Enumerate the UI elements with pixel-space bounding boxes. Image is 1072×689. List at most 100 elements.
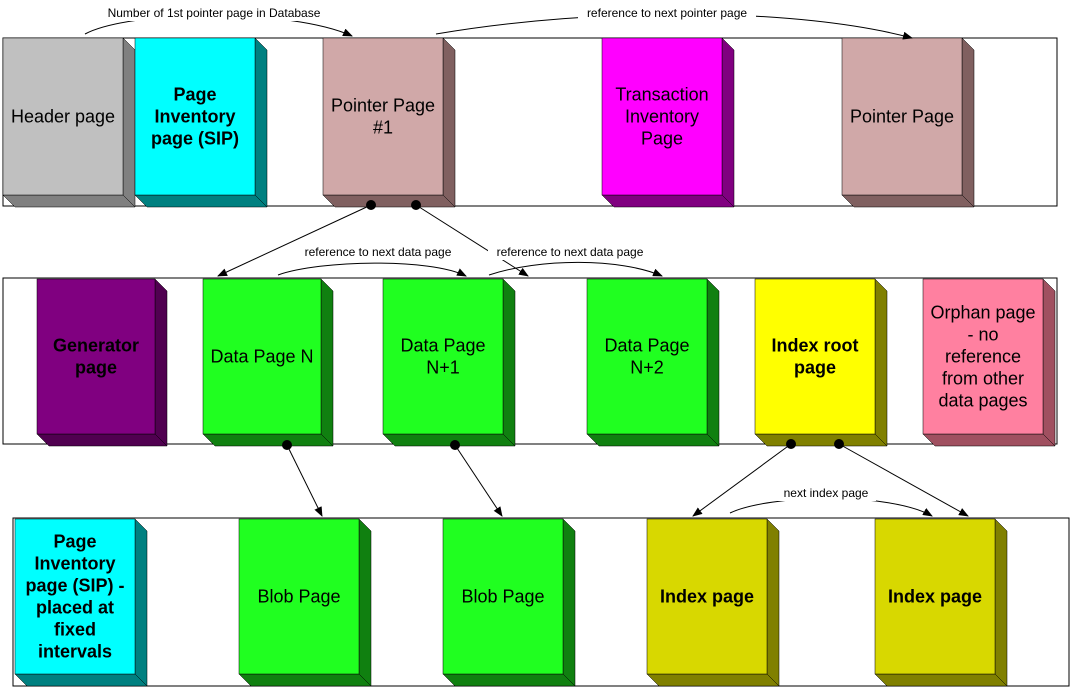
data-page-n-label-line: Data Page N	[210, 347, 313, 367]
orphan-page-label-line: reference	[945, 347, 1021, 367]
next-data-arrow-2	[488, 261, 663, 277]
data-page-n2-front	[586, 278, 708, 435]
orphan-page-front	[922, 278, 1044, 435]
index-page-1-label-line: Index page	[660, 587, 754, 607]
index-page-2-side	[994, 518, 1008, 687]
index-root-to-index-1-arrow	[692, 443, 792, 517]
pointer-page-1-front	[322, 37, 444, 196]
transaction-inventory-page-label-line: Page	[641, 129, 683, 149]
data-n1-to-blob-arrow	[454, 444, 503, 517]
data-page-n1-label-line: Data Page	[400, 336, 485, 356]
index-root-to-index-2-arrow	[838, 443, 969, 517]
index-page-1-bottom	[646, 673, 780, 687]
pointer-page-2-bottom	[841, 194, 975, 208]
header-page-label-line: Header page	[11, 107, 115, 127]
page-inventory-page-bottom-label-line: intervals	[38, 642, 112, 662]
index-page-1-front	[646, 518, 768, 675]
page-inventory-page-top-label-line: page (SIP)	[151, 129, 239, 149]
next-data-label-1: reference to next data page	[305, 245, 452, 259]
blob-page-1-side	[358, 518, 372, 687]
data-page-n2-bottom	[586, 433, 720, 447]
data-page-n-front	[202, 278, 322, 435]
next-index-label: next index page	[784, 486, 869, 500]
pointer-page-2-front	[841, 37, 963, 196]
transaction-inventory-page-bottom	[601, 194, 735, 208]
pointer-page-2-side	[961, 37, 975, 208]
page-inventory-page-bottom-label-line: placed at	[36, 598, 114, 618]
orphan-page-label-line: data pages	[938, 391, 1027, 411]
generator-page-side	[154, 278, 168, 447]
page-inventory-page-bottom-bottom	[14, 673, 148, 687]
index-page-1-side	[766, 518, 780, 687]
orphan-page-label-line: from other	[942, 369, 1024, 389]
page-inventory-page-bottom-label-line: fixed	[54, 620, 96, 640]
data-page-n1-bottom	[382, 433, 516, 447]
index-root-dot-2	[834, 439, 844, 449]
orphan-page-label-line: - no	[967, 325, 998, 345]
orphan-page-label-line: Orphan page	[930, 303, 1035, 323]
page-inventory-page-top-label-line: Inventory	[154, 107, 235, 127]
first-pointer-label: Number of 1st pointer page in Database	[108, 6, 321, 20]
blob-page-2-label-line: Blob Page	[461, 587, 544, 607]
index-page-2: Index page	[874, 518, 1008, 687]
page-inventory-page-top-front	[134, 37, 256, 196]
page-inventory-page-bottom-label-line: Inventory	[34, 554, 115, 574]
pointer-page-2-label-line: Pointer Page	[850, 107, 954, 127]
blob-page-2-side	[562, 518, 576, 687]
blob-page-1-bottom	[238, 673, 372, 687]
index-page-2-bottom	[874, 673, 1008, 687]
page-inventory-page-bottom-label-line: Page	[53, 532, 96, 552]
next-index-arrow	[729, 497, 933, 517]
pointer-page-1-bottom	[322, 194, 456, 208]
index-page-1: Index page	[646, 518, 780, 687]
transaction-inventory-page-label-line: Inventory	[625, 107, 699, 127]
blob-page-1-front	[238, 518, 360, 675]
index-root-page-label-line: Index root	[771, 336, 858, 356]
next-data-arrow-1	[277, 262, 467, 277]
data-page-n1-side	[502, 278, 516, 447]
transaction-inventory-page-front	[601, 37, 723, 196]
page-inventory-page-bottom-side	[134, 518, 148, 687]
pointer-to-data-n2-arrow	[415, 204, 529, 277]
orphan-page-bottom	[922, 433, 1056, 447]
data-n-dot	[282, 440, 292, 450]
data-page-n-bottom	[202, 433, 334, 447]
blob-page-2: Blob Page	[442, 518, 576, 687]
index-root-page-side	[874, 278, 888, 447]
header-page-side	[122, 37, 136, 208]
data-n1-dot	[450, 440, 460, 450]
index-page-2-front	[874, 518, 996, 675]
pointer-page-1-side	[442, 37, 456, 208]
page-inventory-page-bottom-front	[14, 518, 136, 675]
generator-page-label-line: Generator	[53, 336, 139, 356]
data-n-to-blob-arrow	[286, 444, 323, 517]
pointer-page-1: Pointer Page#1	[322, 37, 456, 208]
next-pointer-label: reference to next pointer page	[587, 6, 747, 20]
data-page-n-side	[320, 278, 334, 447]
transaction-inventory-page-label-line: Transaction	[615, 85, 708, 105]
pointer-dot-2	[411, 200, 421, 210]
header-page-front	[2, 37, 124, 196]
transaction-inventory-page-side	[721, 37, 735, 208]
blob-page-1: Blob Page	[238, 518, 372, 687]
header-page: Header page	[2, 37, 136, 208]
index-root-page-front	[754, 278, 876, 435]
index-root-page-label-line: page	[794, 358, 836, 378]
pointer-page-1-label-line: Pointer Page	[331, 96, 435, 116]
page-inventory-page-top-label-line: Page	[173, 85, 216, 105]
header-page-bottom	[2, 194, 136, 208]
generator-page-label-line: page	[75, 358, 117, 378]
pointer-to-data-n-arrow	[217, 204, 372, 277]
data-page-n1-front	[382, 278, 504, 435]
blob-page-2-bottom	[442, 673, 576, 687]
data-page-n1-label-line: N+1	[426, 358, 460, 378]
generator-page-bottom	[36, 433, 168, 447]
pointer-page-2: Pointer Page	[841, 37, 975, 208]
